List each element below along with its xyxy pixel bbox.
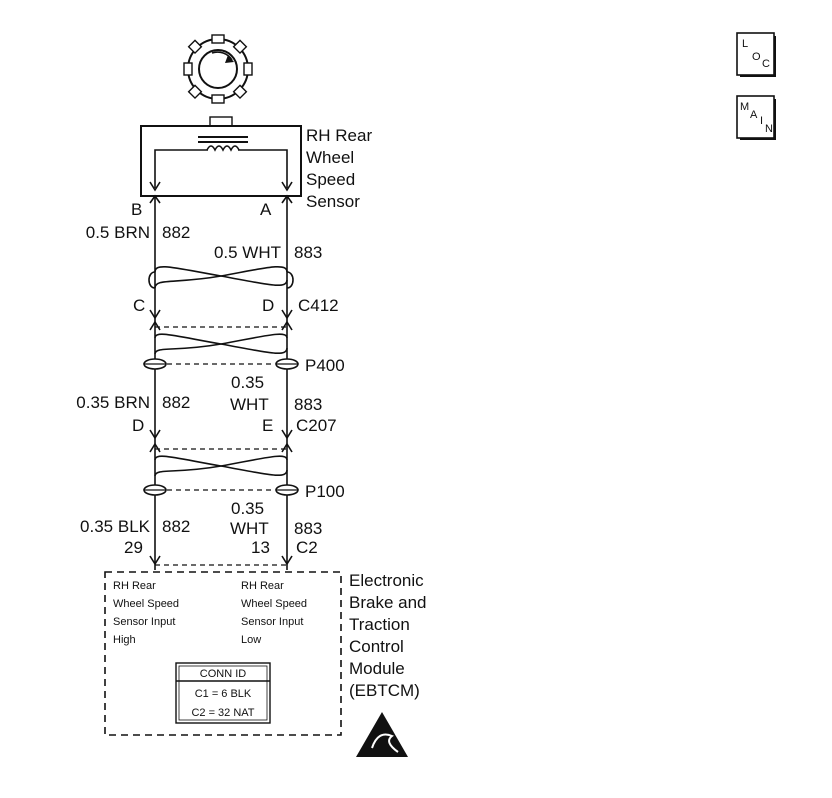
wheel-speed-sensor bbox=[140, 116, 302, 197]
p100-label: P100 bbox=[305, 482, 345, 501]
twisted-pair-upper bbox=[148, 266, 294, 289]
conn-id-box bbox=[175, 662, 271, 724]
upper-left-circuit: 882 bbox=[162, 223, 190, 242]
shield-p100 bbox=[143, 448, 299, 496]
right-pin-desc-line-3: Sensor Input bbox=[241, 616, 303, 628]
module-name-line-4: Control bbox=[349, 637, 404, 656]
upper-right-gauge: 0.5 WHT bbox=[214, 243, 281, 262]
left-pin-desc-line-4: High bbox=[113, 634, 136, 646]
conn-id-c1: C1 = 6 BLK bbox=[195, 688, 252, 700]
module-name-line-6: (EBTCM) bbox=[349, 681, 420, 700]
sensor-pin-b: B bbox=[131, 200, 142, 219]
c2-label: C2 bbox=[296, 538, 318, 557]
upper-left-gauge: 0.5 BRN bbox=[86, 223, 150, 242]
mid-right-circuit: 883 bbox=[294, 395, 322, 414]
conn-id-c2: C2 = 32 NAT bbox=[191, 707, 254, 719]
main-button[interactable]: M A I N bbox=[736, 95, 776, 140]
mid-left-gauge: 0.35 BRN bbox=[76, 393, 150, 412]
sensor-pin-a: A bbox=[260, 200, 272, 219]
c207-pin-e: E bbox=[262, 416, 273, 435]
right-pin-desc-line-4: Low bbox=[241, 634, 261, 646]
main-letter-i: I bbox=[760, 115, 763, 127]
c412-pin-c: C bbox=[133, 296, 145, 315]
low-right-gauge-1: 0.35 bbox=[231, 499, 264, 518]
low-right-circuit: 883 bbox=[294, 519, 322, 538]
c2-pin-29: 29 bbox=[124, 538, 143, 557]
loc-letter-o: O bbox=[752, 51, 761, 63]
loc-button[interactable]: L O C bbox=[736, 32, 776, 77]
low-right-gauge-2: WHT bbox=[230, 519, 269, 538]
tone-wheel-icon bbox=[183, 34, 253, 104]
right-pin-desc-line-1: RH Rear bbox=[241, 580, 284, 592]
mid-left-circuit: 882 bbox=[162, 393, 190, 412]
mid-right-gauge-2: WHT bbox=[230, 395, 269, 414]
connector-c2 bbox=[149, 555, 293, 566]
conn-id-title: CONN ID bbox=[200, 668, 247, 680]
c2-pin-13: 13 bbox=[251, 538, 270, 557]
sensor-name-line-1: RH Rear bbox=[306, 126, 372, 145]
esd-warning-icon bbox=[356, 712, 408, 757]
c412-pin-d: D bbox=[262, 296, 274, 315]
sensor-name-line-4: Sensor bbox=[306, 192, 360, 211]
module-name-line-5: Module bbox=[349, 659, 405, 678]
ebtcm-module-box bbox=[104, 571, 342, 736]
left-pin-desc-line-2: Wheel Speed bbox=[113, 598, 179, 610]
c207-label: C207 bbox=[296, 416, 337, 435]
sensor-name-line-3: Speed bbox=[306, 170, 355, 189]
loc-letter-c: C bbox=[762, 58, 770, 70]
module-name-line-1: Electronic bbox=[349, 571, 424, 590]
main-letter-m: M bbox=[740, 101, 749, 113]
c207-pin-d: D bbox=[132, 416, 144, 435]
left-pin-desc-line-3: Sensor Input bbox=[113, 616, 175, 628]
c412-label: C412 bbox=[298, 296, 339, 315]
upper-right-circuit: 883 bbox=[294, 243, 322, 262]
right-pin-desc-line-2: Wheel Speed bbox=[241, 598, 307, 610]
low-left-gauge: 0.35 BLK bbox=[80, 517, 151, 536]
module-name-line-2: Brake and bbox=[349, 593, 427, 612]
left-pin-desc-line-1: RH Rear bbox=[113, 580, 156, 592]
p400-label: P400 bbox=[305, 356, 345, 375]
shield-p400 bbox=[143, 326, 299, 370]
main-letter-n: N bbox=[765, 123, 773, 135]
loc-letter-l: L bbox=[742, 38, 748, 50]
sensor-name-line-2: Wheel bbox=[306, 148, 354, 167]
mid-right-gauge-1: 0.35 bbox=[231, 373, 264, 392]
main-letter-a: A bbox=[750, 109, 758, 121]
module-name-line-3: Traction bbox=[349, 615, 410, 634]
low-left-circuit: 882 bbox=[162, 517, 190, 536]
